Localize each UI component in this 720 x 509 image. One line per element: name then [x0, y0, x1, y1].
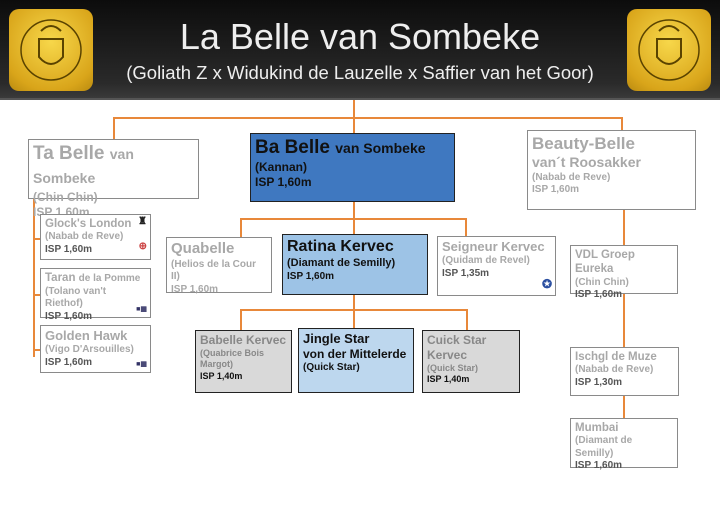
trophy-badge-icon: ♜ — [138, 216, 147, 227]
isp: ISP 1,60m — [45, 310, 93, 322]
node-jingle-star: Jingle Star von der Mittelerde (Quick St… — [298, 328, 414, 393]
node-ba-belle: Ba Belle van Sombeke (Kannan) ISP 1,60m — [250, 133, 455, 202]
connector — [33, 238, 41, 240]
horse-name: Ba Belle — [255, 137, 330, 158]
connector — [33, 199, 35, 357]
studbook-logo-right — [627, 9, 711, 91]
header: La Belle van Sombeke (Goliath Z x Widuki… — [0, 0, 720, 100]
node-taran: Taran de la Pomme (Tolano van't Riethof)… — [40, 268, 151, 322]
node-ischgl-de-muze: Ischgl de Muze (Nabab de Reve) ISP 1,30m — [570, 347, 679, 396]
isp: ISP 1,60m — [255, 174, 312, 189]
connector — [466, 309, 468, 330]
isp: ISP 1,35m — [442, 267, 490, 279]
isp: ISP 1,60m — [171, 283, 219, 295]
horse-name-suffix: van´t Roosakker — [532, 154, 641, 171]
sire: (Vigo D'Arsouilles) — [45, 344, 134, 356]
connector — [33, 294, 41, 296]
connector — [240, 309, 242, 330]
studbook-logo-left — [9, 9, 93, 91]
isp: ISP 1,60m — [532, 184, 580, 196]
isp: ISP 1,60m — [287, 270, 335, 282]
horse-name: Glock's London — [45, 218, 132, 230]
sire: (Diamant de Semilly) — [575, 435, 633, 459]
studbook-badge-icon: ✪ — [541, 277, 552, 291]
node-mumbai: Mumbai (Diamant de Semilly) ISP 1,60m — [570, 418, 678, 471]
node-seigneur-kervec: Seigneur Kervec (Quidam de Revel) ISP 1,… — [437, 236, 556, 296]
node-cuick-star-kervec: Cuick Star Kervec (Quick Star) ISP 1,40m — [422, 330, 520, 393]
node-babelle-kervec: Babelle Kervec (Quabrice Bois Margot) IS… — [195, 330, 292, 393]
sire: (Chin Chin) — [33, 189, 98, 204]
isp: ISP 1,40m — [200, 370, 243, 381]
sire: (Quabrice Bois Margot) — [200, 348, 265, 370]
page-title: La Belle van Sombeke — [179, 16, 541, 57]
node-glocks-london: Glock's London (Nabab de Reve) ISP 1,60m… — [40, 214, 151, 260]
page-subtitle: (Goliath Z x Widukind de Lauzelle x Saff… — [126, 62, 594, 83]
node-beauty-belle: Beauty-Belle van´t Roosakker (Nabab de R… — [527, 130, 696, 210]
isp: ISP 1,60m — [575, 460, 623, 472]
horse-name: Golden Hawk — [45, 328, 128, 343]
horse-name: Jingle Star — [303, 331, 370, 346]
horse-name: Cuick Star Kervec — [427, 333, 487, 362]
connector — [621, 117, 623, 130]
connector — [353, 295, 355, 328]
sire: (Tolano van't Riethof) — [45, 285, 107, 310]
horse-name: Quabelle — [171, 240, 235, 257]
sire: (Chin Chin) — [575, 276, 629, 288]
horse-name: Ratina Kervec — [287, 238, 394, 255]
isp: ISP 1,40m — [427, 374, 470, 385]
connector — [240, 218, 467, 220]
connector — [623, 210, 625, 418]
sire: (Nabab de Reve) — [575, 364, 654, 376]
connector — [353, 100, 355, 133]
horse-name: Mumbai — [575, 422, 619, 434]
sire: (Quick Star) — [303, 362, 360, 374]
sire: (Nabab de Reve) — [532, 171, 611, 183]
isp: ISP 1,60m — [45, 243, 93, 255]
connector — [113, 117, 623, 119]
horse-name: VDL Groep Eureka — [575, 249, 635, 276]
crosshair-badge-icon: ⊕ — [138, 241, 147, 252]
connector — [465, 218, 467, 236]
sire: (Quick Star) — [427, 363, 479, 373]
connector — [33, 349, 41, 351]
horse-name: Beauty-Belle — [532, 134, 635, 153]
connector — [113, 117, 115, 140]
horse-name: Seigneur Kervec — [442, 239, 545, 254]
node-golden-hawk: Golden Hawk (Vigo D'Arsouilles) ISP 1,60… — [40, 325, 151, 373]
horse-name-suffix: van Sombeke — [33, 146, 134, 186]
connector — [240, 218, 242, 237]
node-ratina-kervec: Ratina Kervec (Diamant de Semilly) ISP 1… — [282, 234, 428, 295]
horse-name: Ischgl de Muze — [575, 351, 657, 363]
studbook-badge-icon: ■▦ — [136, 306, 147, 314]
isp: ISP 1,30m — [575, 376, 623, 388]
sire: (Nabab de Reve) — [45, 231, 124, 243]
horse-name: Babelle Kervec — [200, 333, 287, 347]
studbook-badge-icon: ■▦ — [136, 361, 147, 369]
isp: ISP 1,60m — [575, 289, 623, 301]
horse-name: Ta Belle — [33, 143, 105, 164]
horse-name-suffix: von der Mittelerde — [303, 347, 407, 362]
connector — [240, 309, 468, 311]
node-quabelle: Quabelle (Helios de la Cour II) ISP 1,60… — [166, 237, 272, 295]
horse-name: Taran — [45, 272, 76, 284]
node-ta-belle: Ta Belle van Sombeke (Chin Chin) ISP 1,6… — [28, 139, 199, 219]
sire: (Kannan) — [255, 159, 307, 174]
isp: ISP 1,60m — [45, 356, 93, 368]
node-vdl-groep-eureka: VDL Groep Eureka (Chin Chin) ISP 1,60m — [570, 245, 678, 300]
horse-name-suffix: de la Pomme — [78, 273, 141, 284]
sire: (Quidam de Revel) — [442, 255, 530, 267]
sire: (Diamant de Semilly) — [287, 257, 396, 269]
horse-name-suffix: van Sombeke — [335, 140, 426, 156]
sire: (Helios de la Cour II) — [171, 258, 257, 283]
